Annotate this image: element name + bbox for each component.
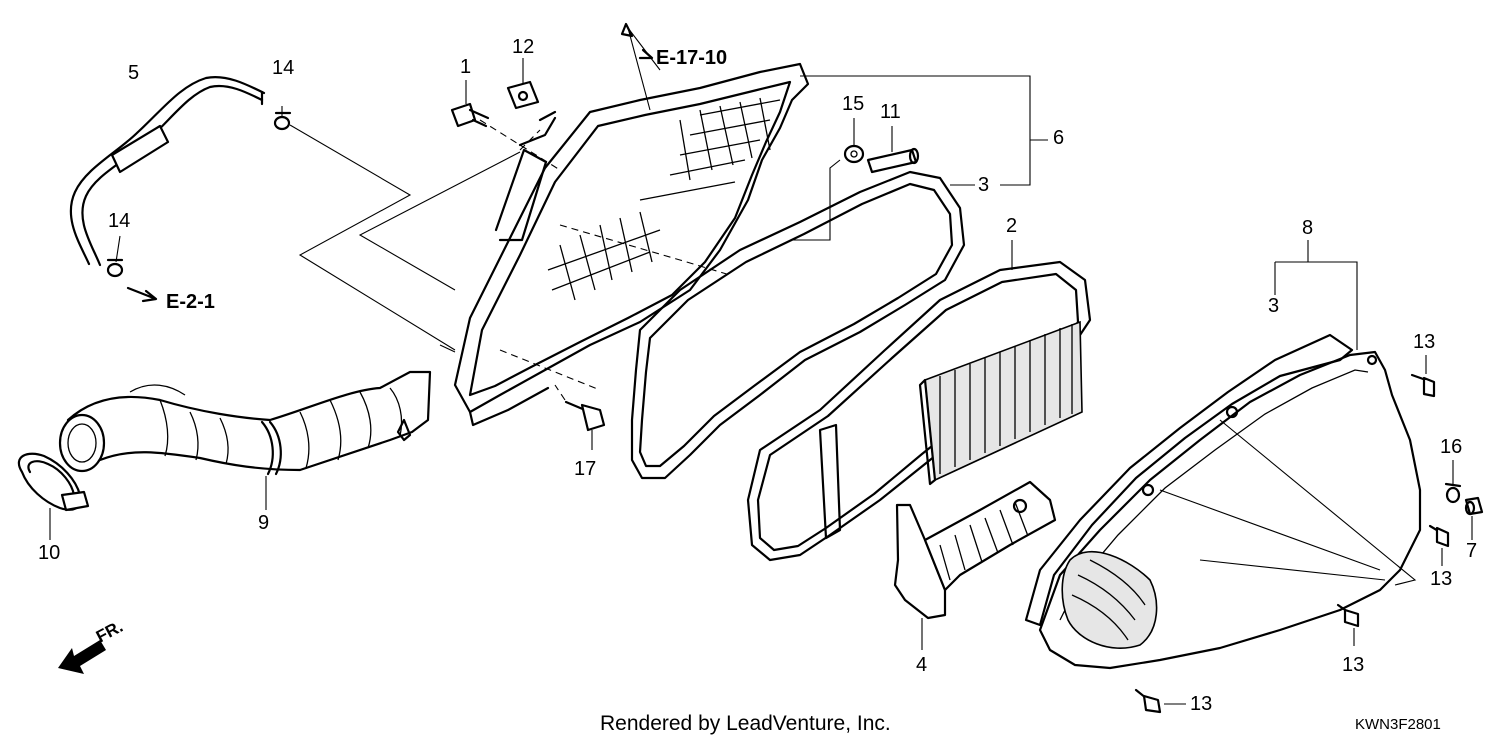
screw bbox=[1134, 688, 1162, 714]
bolt bbox=[450, 102, 490, 128]
callout-3: 3 bbox=[1268, 295, 1280, 317]
bolt bbox=[564, 400, 606, 432]
breather-tube bbox=[69, 76, 266, 267]
callout-2: 2 bbox=[1006, 215, 1018, 237]
credit-text: Rendered by LeadVenture, Inc. bbox=[600, 712, 891, 735]
callout-10: 10 bbox=[38, 542, 61, 564]
screw bbox=[1336, 603, 1360, 628]
callout-14: 14 bbox=[108, 210, 131, 232]
air-cleaner-case bbox=[453, 62, 810, 427]
callout-3: 3 bbox=[978, 174, 990, 196]
callout-11: 11 bbox=[880, 101, 901, 123]
callout-16: 16 bbox=[1440, 436, 1463, 458]
clip-nut bbox=[506, 80, 540, 110]
band-clamp bbox=[17, 452, 90, 512]
screw bbox=[1410, 373, 1436, 398]
diagram-code: KWN3F2801 bbox=[1355, 716, 1441, 733]
callout-9: 9 bbox=[258, 512, 270, 534]
clip bbox=[1444, 482, 1462, 504]
hose-clip-upper bbox=[273, 111, 292, 131]
screw bbox=[1428, 524, 1450, 548]
callout-14: 14 bbox=[272, 57, 295, 79]
callout-13: 13 bbox=[1430, 568, 1453, 590]
callout-4: 4 bbox=[916, 654, 928, 676]
hose-clip-lower bbox=[106, 258, 124, 278]
reference-e-2-1: E-2-1 bbox=[166, 291, 215, 313]
reference-e-17-10: E-17-10 bbox=[656, 47, 728, 69]
callout-1: 1 bbox=[460, 56, 472, 78]
callout-15: 15 bbox=[842, 93, 865, 115]
inlet-tube bbox=[58, 370, 432, 476]
callout-12: 12 bbox=[512, 36, 535, 58]
callout-7: 7 bbox=[1466, 540, 1478, 562]
gasket-seal bbox=[1024, 333, 1354, 627]
callout-5: 5 bbox=[128, 62, 140, 84]
air-filter-element bbox=[746, 260, 1092, 562]
gasket-seal bbox=[630, 170, 966, 480]
callout-8: 8 bbox=[1302, 217, 1314, 239]
front-direction-arrow bbox=[58, 640, 106, 674]
drain-pipe bbox=[866, 147, 920, 174]
intake-duct bbox=[893, 480, 1057, 620]
callout-6: 6 bbox=[1053, 127, 1065, 149]
callout-13: 13 bbox=[1190, 693, 1213, 715]
callout-13: 13 bbox=[1342, 654, 1365, 676]
nut bbox=[843, 144, 865, 164]
callout-13: 13 bbox=[1413, 331, 1436, 353]
drain-plug bbox=[1464, 496, 1484, 516]
callout-17: 17 bbox=[574, 458, 597, 480]
air-cleaner-cover bbox=[1038, 350, 1422, 670]
